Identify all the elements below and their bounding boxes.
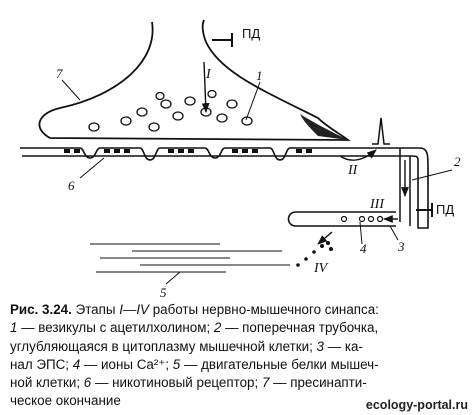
figure-caption: Рис. 3.24. Этапы I—IV работы нервно-мыше… <box>10 301 468 411</box>
caption-key: 3 <box>316 338 324 354</box>
nicotinic-receptors <box>64 149 312 153</box>
stage-label-4: IV <box>313 261 329 276</box>
caption-text: — ка- <box>323 338 363 354</box>
motor-proteins <box>90 243 290 273</box>
action-potential-spike <box>372 117 390 145</box>
nerve-impulse-symbol-top <box>212 33 233 47</box>
t-tubule <box>399 148 411 226</box>
label-5: 5 <box>160 285 167 300</box>
caption-text: — поперечная трубочка, <box>221 320 379 336</box>
caption-key: 1 <box>10 320 18 336</box>
caption-text: ной клетки; <box>10 375 84 391</box>
pd-label-top: ПД <box>242 26 260 41</box>
label-7: 7 <box>56 66 63 81</box>
calcium-ions <box>296 241 333 267</box>
caption-key: 4 <box>72 356 81 372</box>
label-2: 2 <box>454 154 461 169</box>
calcium-in-channel <box>340 215 384 223</box>
label-6: 6 <box>68 178 75 193</box>
process-arrows <box>201 61 409 245</box>
label-4: 4 <box>360 241 367 256</box>
vesicles <box>88 89 253 132</box>
caption-key: 5 <box>172 356 181 372</box>
terminal-shading <box>300 114 348 140</box>
caption-text: углубляющаяся в цитоплазму мышечной клет… <box>10 338 317 354</box>
caption-text: нал ЭПС; <box>10 356 73 372</box>
caption-range: I—IV <box>119 302 149 317</box>
caption-text: — пресинапти- <box>269 375 367 391</box>
caption-text: Этапы <box>71 302 120 317</box>
pd-label-right: ПД <box>436 202 454 217</box>
caption-text: — двигательные белки мышеч- <box>180 356 379 372</box>
leader-lines <box>61 79 453 285</box>
caption-text: — никотиновый рецептор; <box>91 375 262 391</box>
caption-line-2: 1 — везикулы с ацетилхолином; 2 — попере… <box>10 319 468 337</box>
nerve-impulse-symbol-right <box>416 203 433 217</box>
caption-text: — везикулы с ацетилхолином; <box>17 320 214 336</box>
stage-label-2: II <box>347 163 359 178</box>
figure-number: Рис. 3.24. <box>10 302 72 317</box>
caption-key: 6 <box>83 375 92 391</box>
stage-label-3: III <box>369 197 385 212</box>
neuromuscular-synapse-diagram: 1 2 3 4 5 6 7 I II III IV ПД ПД <box>20 19 461 300</box>
caption-key: 7 <box>261 375 270 391</box>
caption-text: — ионы Ca²⁺; <box>80 356 173 372</box>
label-3: 3 <box>397 239 405 254</box>
caption-line-3: углубляющаяся в цитоплазму мышечной клет… <box>10 338 468 356</box>
caption-text: работы нервно-мышечного синапса: <box>148 302 379 317</box>
caption-line-1: Рис. 3.24. Этапы I—IV работы нервно-мыше… <box>10 301 468 319</box>
caption-key: 2 <box>213 320 222 336</box>
stage-label-1: I <box>205 67 212 82</box>
label-1: 1 <box>256 68 263 83</box>
caption-line-5: ной клетки; 6 — никотиновый рецептор; 7 … <box>10 374 468 392</box>
watermark: ecology-portal.ru <box>365 398 468 412</box>
caption-line-4: нал ЭПС; 4 — ионы Ca²⁺; 5 — двигательные… <box>10 356 468 374</box>
er-channel <box>287 211 396 227</box>
caption-text: ческое окончание <box>10 393 121 409</box>
postsynaptic-membrane <box>20 147 429 229</box>
presynaptic-terminal <box>38 19 351 141</box>
caption-line-6: ческое окончание <box>10 392 468 410</box>
